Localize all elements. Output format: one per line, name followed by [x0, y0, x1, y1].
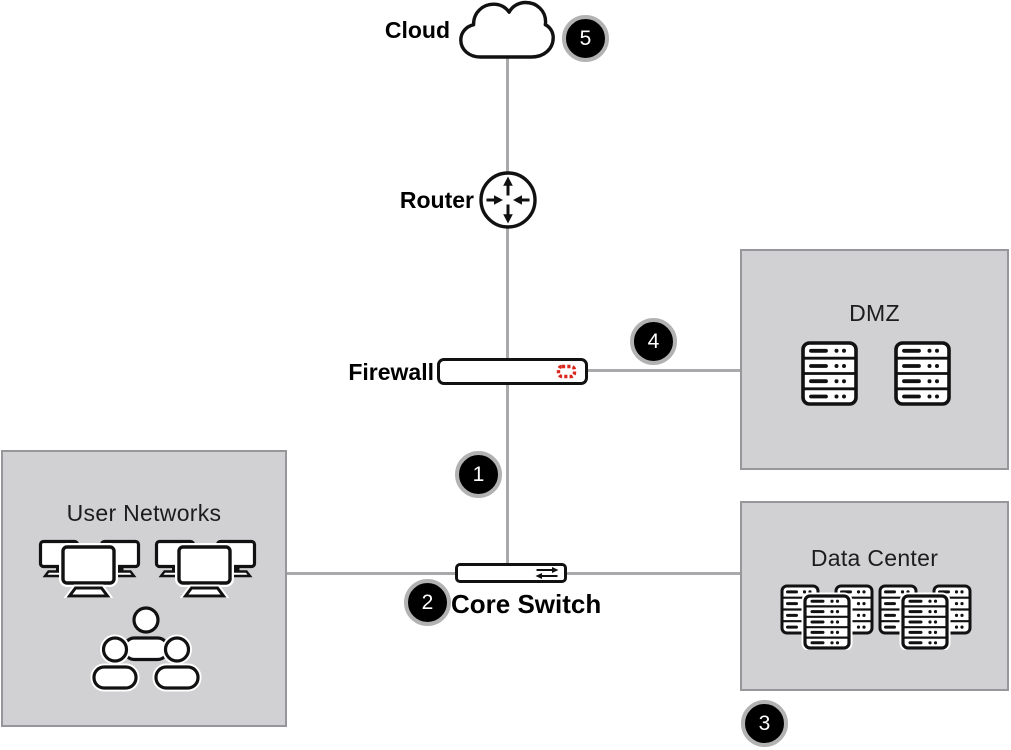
zone-data-center: Data Center — [740, 501, 1009, 691]
workstations-icon — [154, 539, 257, 598]
firewall-label: Firewall — [348, 359, 434, 385]
firewall-logo-icon — [556, 364, 577, 379]
zone-data-center-title: Data Center — [810, 545, 939, 571]
badge-5: 5 — [562, 15, 609, 62]
people-icon — [90, 606, 202, 692]
firewall-appliance — [437, 358, 588, 385]
badge-4: 4 — [630, 318, 677, 365]
server-cluster-icon — [780, 584, 874, 650]
zone-user-networks-title: User Networks — [66, 500, 222, 526]
link-firewall-to-dmz — [585, 369, 741, 372]
core-switch-appliance — [455, 563, 567, 583]
badge-2: 2 — [404, 579, 451, 626]
badge-1: 1 — [455, 451, 502, 498]
zone-user-networks: User Networks — [1, 450, 287, 727]
switch-arrows-icon — [535, 567, 559, 579]
server-rack-icon — [894, 341, 951, 406]
server-rack-icon — [801, 341, 858, 406]
badge-3: 3 — [741, 700, 788, 747]
server-cluster-icon — [878, 584, 972, 650]
zone-dmz: DMZ — [740, 249, 1009, 470]
cloud-icon — [459, 0, 555, 59]
link-firewall-to-core-switch — [506, 384, 509, 566]
core-switch-label: Core Switch — [451, 589, 602, 619]
cloud-label: Cloud — [384, 17, 450, 43]
router-label: Router — [399, 187, 474, 213]
workstations-icon — [38, 539, 141, 598]
zone-dmz-title: DMZ — [849, 300, 900, 326]
router-icon — [479, 171, 537, 229]
